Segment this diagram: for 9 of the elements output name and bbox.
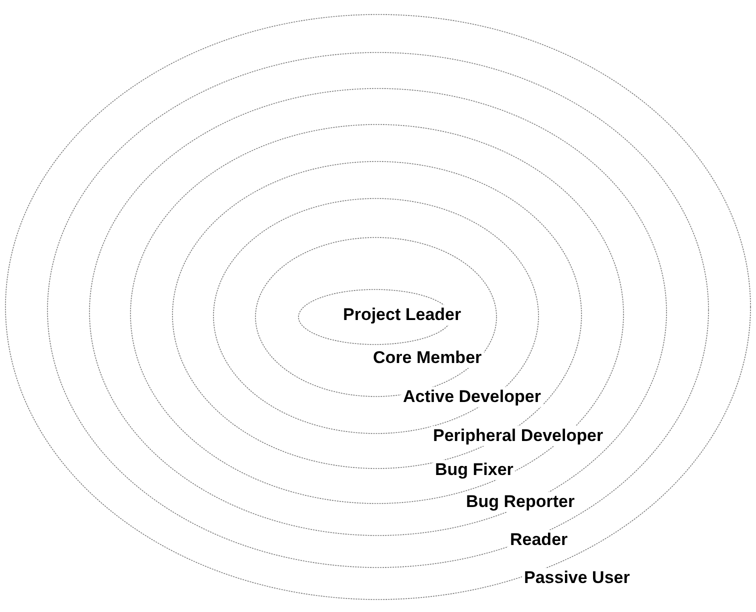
role-label: Core Member [371,348,484,368]
role-label: Active Developer [401,387,543,407]
ellipse-ring [5,14,751,600]
ellipse-ring [47,52,709,568]
role-label: Peripheral Developer [431,426,606,446]
role-label: Project Leader [341,305,464,325]
role-label: Reader [508,530,570,550]
role-label: Bug Reporter [464,492,577,512]
role-label: Bug Fixer [433,460,516,480]
